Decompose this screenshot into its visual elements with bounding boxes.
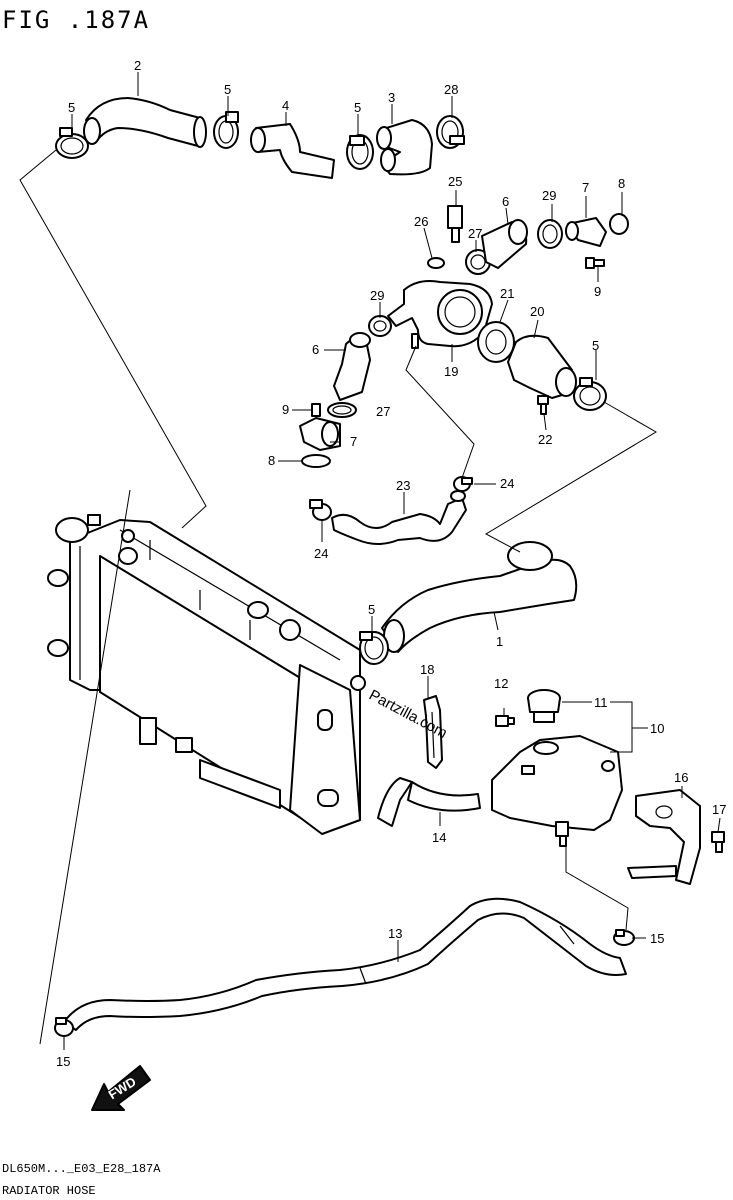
callout-26: 26 bbox=[414, 214, 428, 229]
hose-part-13 bbox=[63, 897, 627, 1031]
callout-17: 17 bbox=[712, 802, 726, 817]
callout-9a: 9 bbox=[594, 284, 601, 299]
clamp-part-5-center bbox=[359, 631, 389, 665]
callout-16: 16 bbox=[674, 770, 688, 785]
callout-8b: 8 bbox=[268, 453, 275, 468]
hose-part-6-upper bbox=[481, 219, 528, 269]
fitting-part-7-upper bbox=[565, 217, 607, 247]
callout-19: 19 bbox=[444, 364, 458, 379]
hose-part-2 bbox=[83, 97, 207, 148]
callout-15b: 15 bbox=[56, 1054, 70, 1069]
callout-12: 12 bbox=[494, 676, 508, 691]
fwd-arrow-icon: FWD bbox=[91, 1065, 151, 1111]
reservoir-part-10 bbox=[491, 735, 623, 847]
callout-9b: 9 bbox=[282, 402, 289, 417]
callout-23: 23 bbox=[396, 478, 410, 493]
leader-lines bbox=[19, 72, 721, 1050]
callout-27b: 27 bbox=[376, 404, 390, 419]
callout-5a: 5 bbox=[68, 100, 75, 115]
callout-13: 13 bbox=[388, 926, 402, 941]
callout-5d: 5 bbox=[592, 338, 599, 353]
callout-18: 18 bbox=[420, 662, 434, 677]
footer-code: DL650M..._E03_E28_187A bbox=[2, 1162, 161, 1176]
callout-10: 10 bbox=[650, 721, 664, 736]
washer-part-26 bbox=[427, 257, 445, 269]
callout-29a: 29 bbox=[542, 188, 556, 203]
callout-2: 2 bbox=[134, 58, 141, 73]
bolt-part-17 bbox=[711, 831, 725, 853]
callout-11: 11 bbox=[594, 695, 608, 710]
callout-29b: 29 bbox=[370, 288, 384, 303]
hose-part-6-lower bbox=[333, 332, 371, 401]
callout-22: 22 bbox=[538, 432, 552, 447]
hose-part-1 bbox=[381, 541, 578, 653]
radiator-assembly bbox=[47, 514, 361, 835]
bolt-part-9-lower bbox=[311, 403, 321, 417]
thermostat-part-21 bbox=[477, 321, 515, 363]
cover-part-20 bbox=[507, 334, 577, 399]
clamp-part-24-left bbox=[309, 499, 332, 521]
callout-5b: 5 bbox=[224, 82, 231, 97]
clamp-part-29-upper bbox=[537, 219, 563, 249]
clamp-part-28 bbox=[436, 115, 465, 149]
callout-8a: 8 bbox=[618, 176, 625, 191]
callout-3: 3 bbox=[388, 90, 395, 105]
fitting-part-7-lower bbox=[299, 417, 341, 451]
callout-14: 14 bbox=[432, 830, 446, 845]
clamp-part-27-lower bbox=[327, 402, 357, 418]
callout-7b: 7 bbox=[350, 434, 357, 449]
sensor-part-25 bbox=[447, 205, 463, 243]
callout-28: 28 bbox=[444, 82, 458, 97]
callout-7a: 7 bbox=[582, 180, 589, 195]
cap-part-11 bbox=[527, 689, 561, 723]
bolt-part-12 bbox=[495, 715, 515, 727]
callout-5e: 5 bbox=[368, 602, 375, 617]
callout-4: 4 bbox=[282, 98, 289, 113]
callout-24a: 24 bbox=[500, 476, 514, 491]
clamp-part-29-left bbox=[368, 315, 392, 337]
clamp-part-15-right bbox=[613, 929, 635, 946]
clamp-part-5-top-3 bbox=[346, 134, 374, 170]
figure-title: FIG .187A bbox=[2, 6, 150, 34]
oring-part-8-upper bbox=[609, 213, 629, 235]
hose-part-3 bbox=[376, 119, 433, 176]
oring-part-8-lower bbox=[301, 454, 331, 468]
hose-part-23 bbox=[331, 490, 467, 545]
clamp-part-5-top-2 bbox=[213, 111, 239, 149]
clamp-part-5-right bbox=[573, 377, 607, 411]
callout-24b: 24 bbox=[314, 546, 328, 561]
radiator-grommet bbox=[350, 675, 366, 691]
housing-part-19 bbox=[387, 280, 493, 349]
footer-caption: RADIATOR HOSE bbox=[2, 1184, 96, 1198]
bracket-part-18 bbox=[423, 695, 443, 769]
callout-27a: 27 bbox=[468, 226, 482, 241]
clamp-part-24-right bbox=[453, 476, 473, 492]
hose-part-4 bbox=[250, 123, 335, 179]
callout-15a: 15 bbox=[650, 931, 664, 946]
callout-1: 1 bbox=[496, 634, 503, 649]
bolt-part-22 bbox=[537, 395, 549, 415]
callout-6a: 6 bbox=[502, 194, 509, 209]
callout-5c: 5 bbox=[354, 100, 361, 115]
callout-20: 20 bbox=[530, 304, 544, 319]
callout-labels: 2 5 5 4 5 3 28 25 26 27 6 29 7 8 9 29 21… bbox=[56, 58, 726, 1069]
callout-6b: 6 bbox=[312, 342, 319, 357]
callout-25: 25 bbox=[448, 174, 462, 189]
bracket-part-16 bbox=[627, 789, 701, 885]
callout-21: 21 bbox=[500, 286, 514, 301]
hose-part-14 bbox=[377, 777, 481, 827]
bolt-part-9-upper bbox=[585, 257, 605, 269]
